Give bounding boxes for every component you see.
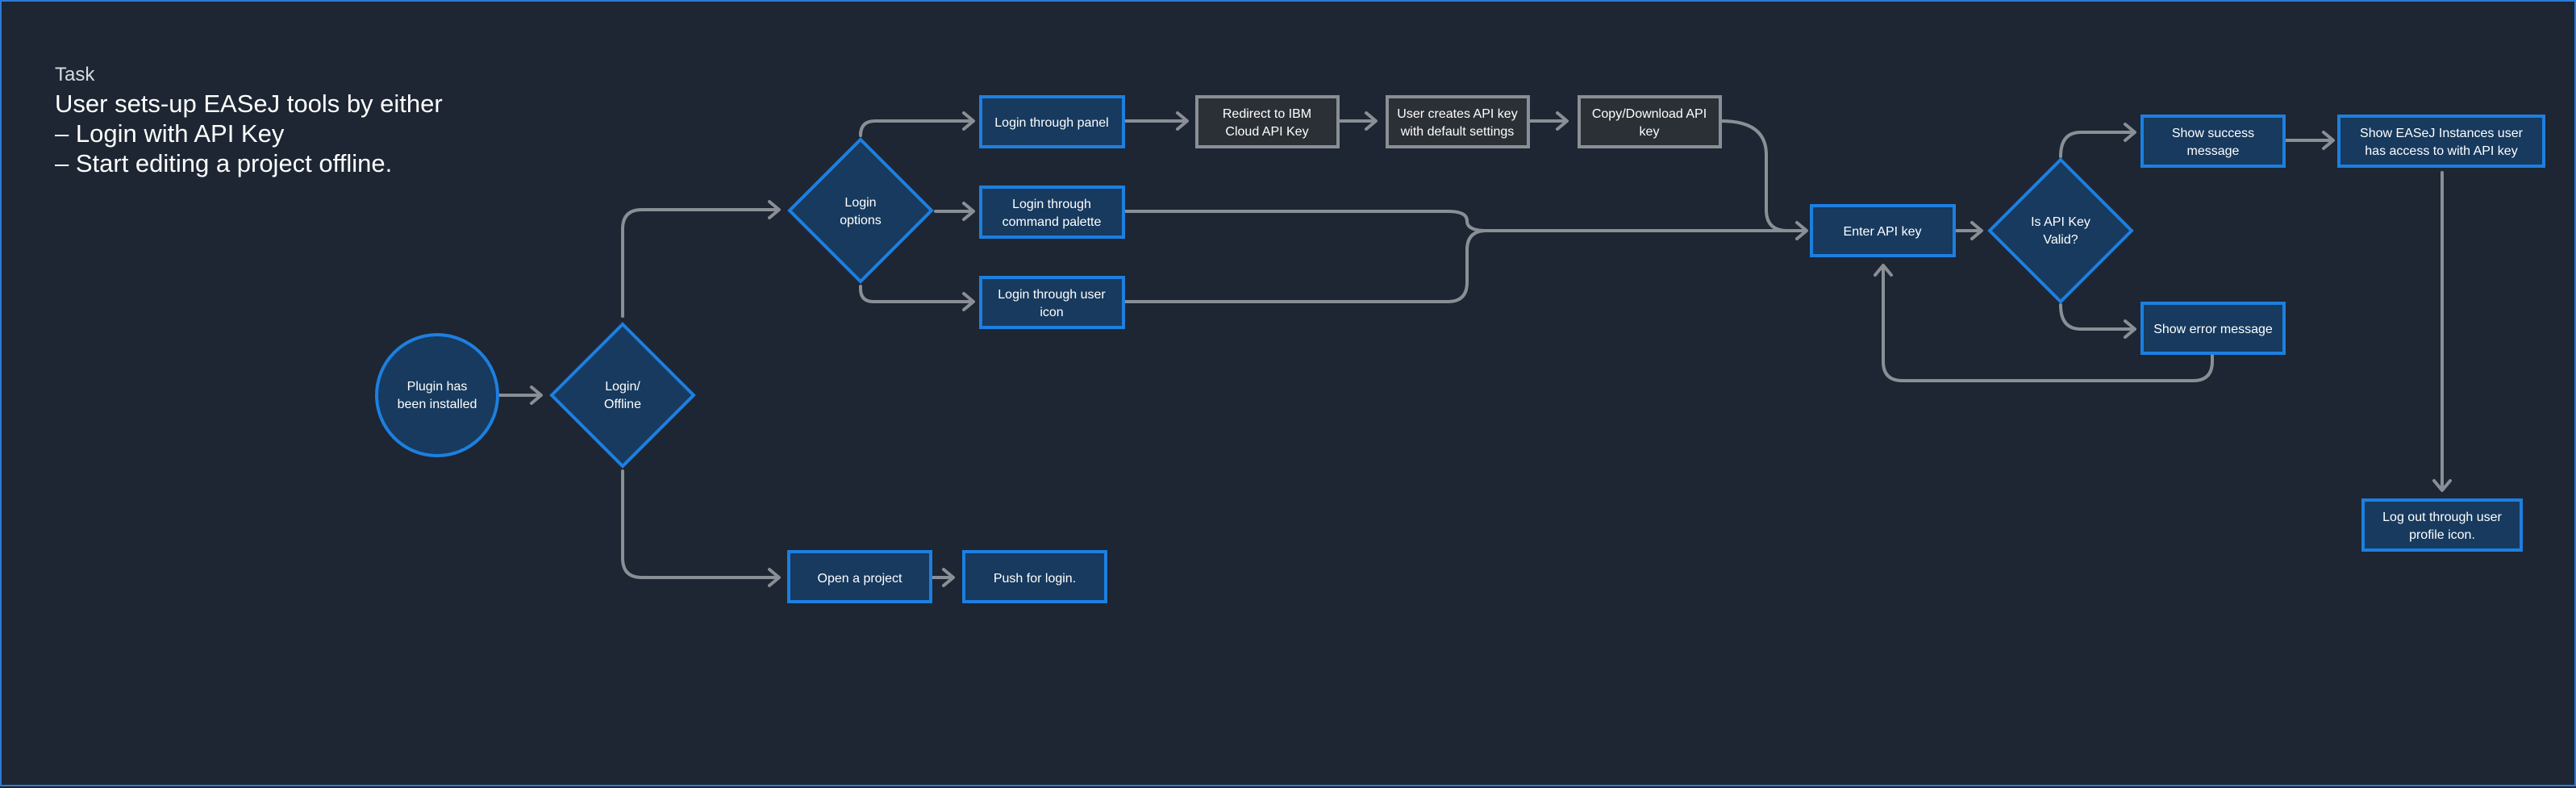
login-offline-decision-shape — [549, 322, 696, 469]
task-label: Task — [55, 64, 95, 85]
arrowhead — [1556, 111, 1569, 131]
connector — [1123, 210, 1807, 232]
connector — [1719, 119, 1807, 232]
enter-key-node-shape — [1810, 204, 1956, 257]
node-label: Push for login. — [994, 572, 1076, 586]
arrowhead — [962, 111, 975, 131]
arrowhead — [1176, 111, 1189, 131]
arrowheads — [530, 111, 2452, 587]
task-line: – Start editing a project offline. — [55, 149, 393, 177]
error-node-shape — [2140, 302, 2286, 355]
node-label: Show error message — [2153, 323, 2273, 336]
arrowhead — [530, 386, 543, 405]
task-line: User sets-up EASeJ tools by either — [55, 90, 443, 118]
arrowhead — [1795, 221, 1808, 240]
arrowhead — [1365, 111, 1378, 131]
arrowhead — [2432, 479, 2452, 492]
arrowhead — [2124, 123, 2136, 142]
arrowhead — [1874, 264, 1893, 277]
success-node-shape — [2140, 115, 2286, 168]
connector — [859, 285, 973, 303]
task-description: Task User sets-up EASeJ tools by either … — [55, 61, 443, 178]
copy-key-node-shape — [1578, 95, 1722, 148]
arrowhead — [768, 568, 781, 587]
arrowhead — [768, 200, 781, 219]
key-valid-decision-shape — [1987, 157, 2134, 304]
login-user-icon-node-shape — [979, 276, 1125, 329]
node-label: Open a project — [818, 572, 903, 586]
arrowhead — [962, 202, 975, 221]
open-project-node-shape — [787, 550, 932, 603]
connector — [859, 119, 973, 137]
arrowhead — [1970, 221, 1983, 240]
login-options-decision-shape — [787, 137, 934, 284]
login-command-node-shape — [979, 186, 1125, 239]
connector — [2059, 131, 2135, 158]
connector — [2059, 303, 2135, 331]
node-label: Enter API key — [1844, 225, 1922, 239]
node-label: Login/Offline — [604, 380, 641, 411]
arrowhead — [942, 568, 955, 587]
connector — [621, 208, 779, 318]
connector — [1882, 265, 2214, 382]
node-label: Login through panel — [994, 116, 1108, 130]
push-login-node-shape — [962, 550, 1107, 603]
connectors — [498, 119, 2444, 579]
login-panel-node-shape — [979, 95, 1125, 148]
arrowhead — [2322, 131, 2335, 150]
logout-node-shape — [2361, 498, 2523, 552]
redirect-ibm-node-shape — [1195, 95, 1340, 148]
task-line: – Login with API Key — [55, 119, 285, 148]
node-shapes — [375, 95, 2545, 603]
connector — [1123, 229, 1807, 303]
connector — [621, 469, 779, 579]
instances-node-shape — [2337, 115, 2545, 168]
start-node-shape — [375, 333, 499, 457]
create-key-node-shape — [1386, 95, 1530, 148]
arrowhead — [2124, 319, 2136, 339]
arrowhead — [962, 292, 975, 311]
